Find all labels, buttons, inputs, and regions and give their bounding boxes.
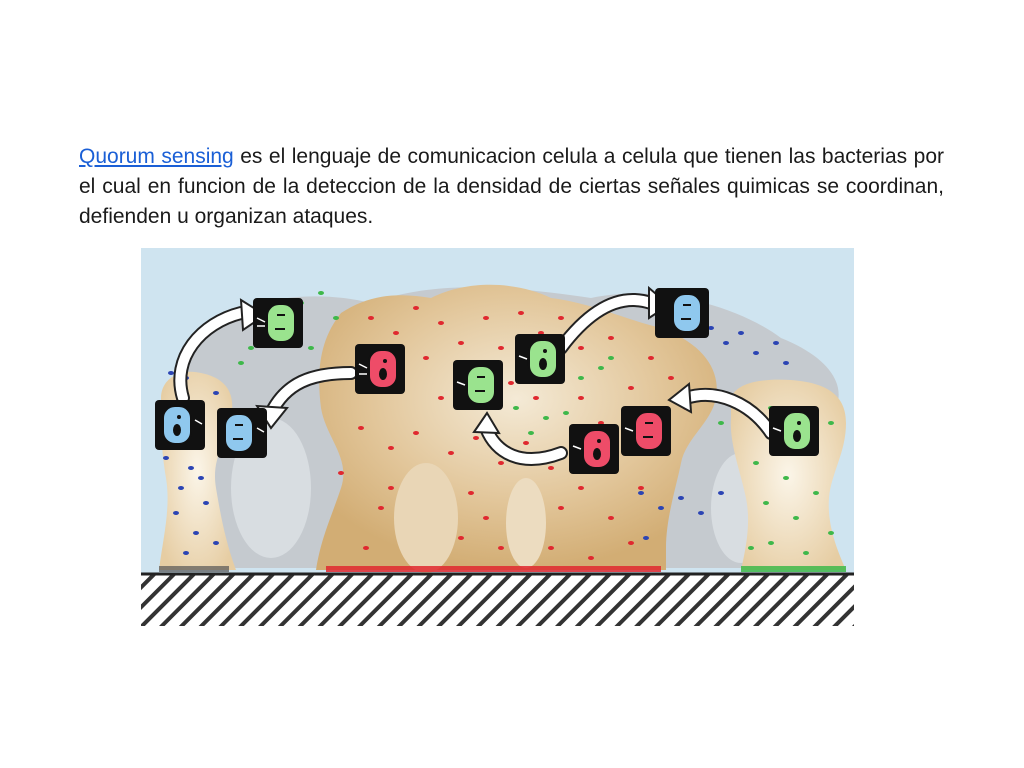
grey-cell-layer (159, 566, 229, 572)
red-cell-layer (326, 566, 661, 572)
quorum-sensing-link[interactable]: Quorum sensing (79, 145, 234, 168)
red-cell (621, 406, 671, 456)
blue-signal-molecules (163, 326, 789, 555)
red-cell (569, 424, 619, 474)
tan-hollow (506, 478, 546, 568)
blue-cell (655, 288, 709, 338)
green-cell-layer (741, 566, 846, 572)
green-cell (453, 360, 503, 410)
green-cell (769, 406, 819, 456)
signal-arrows-fill (175, 295, 776, 464)
quorum-sensing-biofilm-illustration (141, 248, 854, 626)
blue-cell (155, 400, 205, 450)
surface-ground (141, 574, 854, 626)
description-paragraph: Quorum sensing es el lenguaje de comunic… (79, 142, 944, 232)
green-cell (253, 298, 303, 348)
blue-cell (217, 408, 267, 458)
description-text: es el lenguaje de comunicacion celula a … (79, 145, 944, 228)
green-cell (515, 334, 565, 384)
red-cell (355, 344, 405, 394)
tan-hollow (394, 463, 458, 573)
